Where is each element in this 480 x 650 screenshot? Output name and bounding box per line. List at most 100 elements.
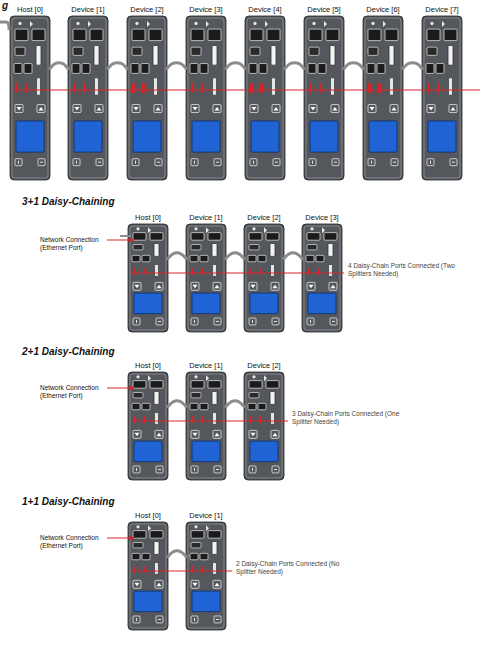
daisy-chain-port [249, 64, 257, 74]
ethernet-port [208, 29, 221, 40]
pdu-device: Device [3] [302, 224, 342, 332]
function-button [133, 318, 140, 325]
unit-frame [306, 18, 342, 178]
nav-button [132, 105, 140, 113]
pdu-device: Device [3] [186, 16, 226, 180]
pdu-unit [302, 224, 342, 332]
port-marking [201, 566, 204, 572]
status-icon [194, 525, 197, 528]
unit-frame [188, 18, 224, 178]
daisy-chain-port [316, 255, 324, 261]
port-marking [143, 416, 146, 422]
device-label: Device [5] [307, 5, 340, 14]
daisy-chain-port [14, 64, 22, 74]
lcd-screen [428, 121, 456, 152]
callout-note: Network Connection (Ethernet Port) [40, 384, 104, 400]
up-arrow-icon [274, 107, 279, 111]
function-button [132, 159, 139, 166]
function-button [332, 159, 339, 166]
port-marking [259, 268, 262, 274]
ethernet-port [191, 29, 204, 40]
port-marking [260, 83, 263, 93]
button-mark [371, 161, 372, 164]
port-marking [143, 566, 146, 572]
leader-arrow [107, 538, 134, 539]
device-label: Device [4] [248, 5, 281, 14]
lcd-screen [74, 121, 102, 152]
daisy-chain-cable [168, 551, 186, 557]
port-marking [437, 83, 440, 93]
nav-button [155, 430, 163, 438]
button-mark [158, 619, 161, 620]
aux-port [427, 47, 437, 55]
daisy-chain-port [142, 403, 150, 409]
lcd-screen [308, 293, 336, 314]
port-marking [368, 83, 371, 93]
port-marking [319, 83, 322, 93]
up-arrow-icon [215, 285, 220, 289]
button-mark [135, 161, 136, 164]
ethernet-port [208, 233, 221, 241]
nav-button [133, 580, 141, 588]
down-arrow-icon [429, 107, 434, 111]
nav-button [73, 105, 81, 113]
function-button [96, 159, 103, 166]
network-cable [0, 22, 9, 30]
button-mark [76, 161, 77, 164]
pdu-unit [186, 522, 226, 630]
function-button [191, 616, 198, 623]
daisy-chain-cable [226, 63, 245, 69]
button-mark [194, 468, 195, 471]
down-arrow-icon [252, 107, 257, 111]
port-marking [142, 83, 145, 93]
ethernet-port [191, 233, 204, 241]
ethernet-port [73, 29, 86, 40]
unit-frame [130, 374, 166, 478]
aux-port [15, 47, 25, 55]
port-marking [427, 83, 430, 93]
status-icon [136, 525, 139, 528]
down-arrow-icon [311, 107, 316, 111]
daisy-chain-port [132, 553, 140, 559]
unit-body [186, 522, 226, 630]
device-label: Device [3] [305, 213, 338, 222]
status-icon [371, 22, 374, 25]
port-marking [307, 268, 310, 274]
device-label: Device [1] [71, 5, 104, 14]
aux-port [133, 245, 143, 250]
button-mark [274, 469, 277, 470]
status-icon [310, 227, 313, 230]
aux-port [191, 47, 201, 55]
status-icon [253, 22, 256, 25]
ethernet-port [32, 29, 45, 40]
daisy-chain-port [190, 255, 198, 261]
nav-button [309, 105, 317, 113]
daisy-chain-port [436, 64, 444, 74]
ethernet-port [385, 29, 398, 40]
aux-port [73, 47, 83, 55]
usb-slot [330, 46, 335, 66]
nav-button [155, 580, 163, 588]
unit-body [127, 16, 167, 180]
port-marking [155, 563, 158, 574]
status-icon [30, 21, 33, 27]
usb-slot [271, 46, 276, 66]
button-mark [98, 162, 101, 163]
pdu-unit [244, 224, 284, 332]
lcd-screen [134, 441, 162, 462]
pdu-device: Host [0] [10, 16, 50, 180]
down-arrow-icon [193, 433, 198, 437]
down-arrow-icon [370, 107, 375, 111]
function-button [214, 616, 221, 623]
button-mark [310, 320, 311, 323]
nav-button [213, 105, 221, 113]
status-icon [136, 375, 139, 378]
section-heading: 1+1 Daisy-Chaining [22, 496, 115, 508]
nav-button [191, 105, 199, 113]
pdu-unit [10, 16, 50, 180]
nav-button [213, 430, 221, 438]
port-marking [271, 265, 274, 276]
port-marking [249, 416, 252, 422]
usb-slot [153, 46, 158, 66]
